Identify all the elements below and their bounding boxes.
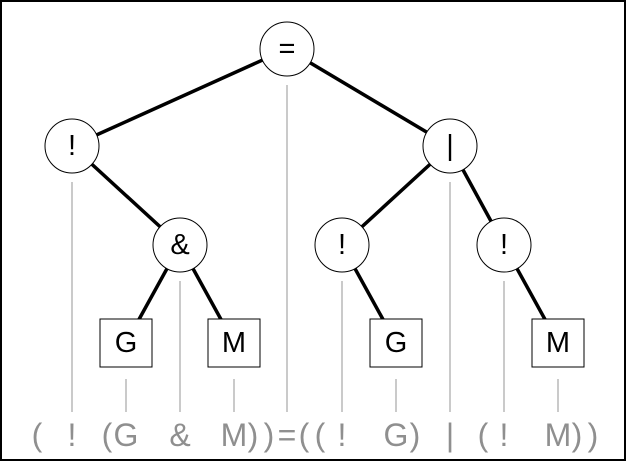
formula-char-10: (	[315, 417, 326, 453]
formula-char-12: G	[384, 417, 409, 453]
formula-char-4: &	[169, 417, 190, 453]
tree-node-label-not2: !	[338, 229, 346, 261]
formula-char-17: M	[545, 417, 572, 453]
tree-node-circle-not3	[476, 217, 532, 273]
tree-node-square-m1	[207, 318, 261, 368]
tree-edge-eq-not1	[70, 47, 289, 148]
tree-node-circle-not2	[314, 217, 370, 273]
formula-char-16: !	[500, 417, 509, 453]
tree-node-label-g2: G	[385, 327, 408, 359]
tree-node-label-g1: G	[115, 327, 138, 359]
formula-char-7: )	[264, 417, 275, 453]
tree-node-circle-or	[422, 118, 478, 174]
tree-node-label-and: &	[170, 229, 189, 261]
tree-node-label-m2: M	[546, 327, 570, 359]
formula-char-3: G	[114, 417, 139, 453]
formula-char-5: M	[221, 417, 248, 453]
tree-node-circle-and	[152, 217, 208, 273]
tree-node-label-or: |	[446, 130, 454, 162]
formula-char-15: (	[478, 417, 489, 453]
formula-char-8: =	[278, 417, 297, 453]
tree-node-label-m1: M	[222, 327, 246, 359]
tree-node-label-eq: =	[279, 33, 296, 65]
formula-char-18: )	[572, 417, 583, 453]
formula-char-14: |	[446, 417, 454, 453]
tree-node-square-g2	[369, 318, 423, 368]
formula-char-2: (	[102, 417, 113, 453]
formula-char-9: (	[299, 417, 310, 453]
tree-node-circle-eq	[259, 21, 315, 77]
tree-node-square-g1	[99, 318, 153, 368]
formula-char-13: )	[410, 417, 421, 453]
tree-edge-eq-or	[285, 47, 452, 148]
tree-node-circle-not1	[44, 118, 100, 174]
formula-char-1: !	[68, 417, 77, 453]
tree-node-label-not3: !	[500, 229, 508, 261]
tree-node-square-m2	[531, 318, 585, 368]
formula-char-11: !	[338, 417, 347, 453]
formula-char-0: (	[32, 417, 43, 453]
formula-char-19: )	[588, 417, 599, 453]
tree-node-label-not1: !	[68, 130, 76, 162]
formula-char-6: )	[248, 417, 259, 453]
